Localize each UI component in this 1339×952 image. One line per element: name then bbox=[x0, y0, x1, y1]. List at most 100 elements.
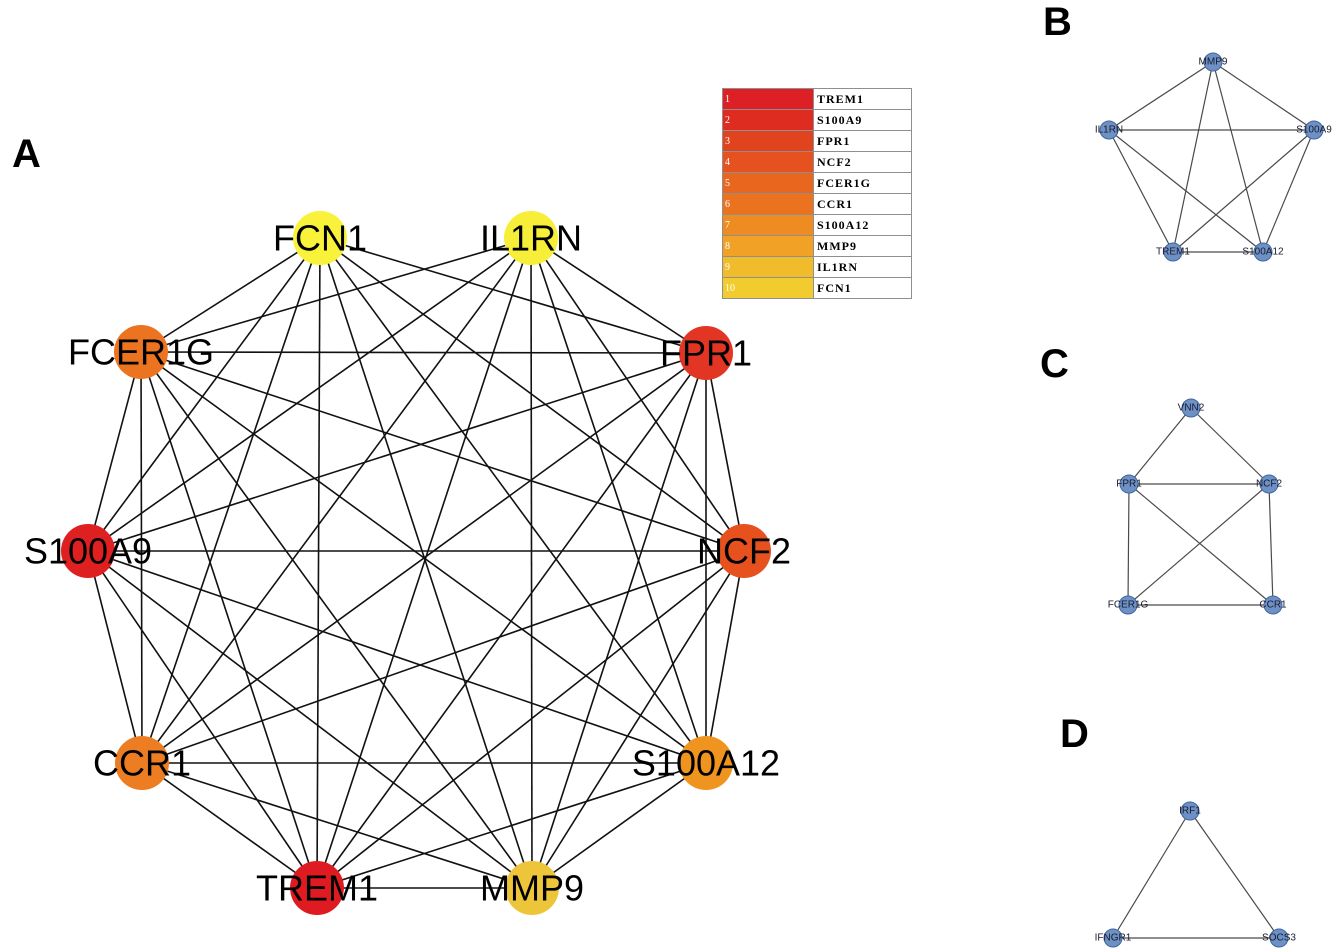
legend-rank-swatch: 2 bbox=[722, 109, 814, 131]
edge-ncf2-fcer1g bbox=[1127, 483, 1270, 606]
edge-il1rn-trem1 bbox=[1108, 129, 1174, 253]
legend-gene-name: TREM1 bbox=[813, 88, 912, 110]
edge-fcn1-ccr1 bbox=[141, 237, 321, 764]
node-s100a9 bbox=[61, 524, 115, 578]
edge-fpr1-ccr1 bbox=[141, 352, 707, 764]
edge-fcn1-fcer1g bbox=[140, 237, 321, 353]
legend-rank-swatch: 9 bbox=[722, 256, 814, 278]
edge-ncf2-ccr1 bbox=[1268, 483, 1274, 606]
node-label-mmp9: MMP9 bbox=[1199, 57, 1228, 68]
node-ccr1 bbox=[1263, 595, 1283, 615]
legend-rank-swatch: 7 bbox=[722, 214, 814, 236]
panel-label-c: C bbox=[1040, 342, 1069, 386]
node-trem1 bbox=[290, 861, 344, 915]
legend-gene-name: FCN1 bbox=[813, 277, 912, 299]
node-mmp9 bbox=[1203, 52, 1223, 72]
edge-fcer1g-fpr1 bbox=[140, 351, 707, 354]
edge-fcer1g-ccr1 bbox=[140, 351, 143, 764]
node-label-socs3: SOCS3 bbox=[1262, 933, 1296, 944]
node-label-vnn2: VNN2 bbox=[1178, 403, 1205, 414]
node-label-ncf2: NCF2 bbox=[697, 531, 791, 572]
node-s100a9 bbox=[1304, 120, 1324, 140]
edge-il1rn-trem1 bbox=[316, 237, 532, 889]
node-ncf2 bbox=[717, 524, 771, 578]
legend-gene-name: MMP9 bbox=[813, 235, 912, 257]
panel-label-d: D bbox=[1060, 712, 1089, 756]
edge-fpr1-mmp9 bbox=[531, 352, 707, 889]
node-label-fcn1: FCN1 bbox=[273, 218, 367, 259]
edge-ncf2-mmp9 bbox=[531, 550, 745, 889]
edge-ccr1-trem1 bbox=[141, 762, 318, 889]
edge-s100a9-s100a12 bbox=[1262, 129, 1315, 253]
node-ccr1 bbox=[115, 736, 169, 790]
edge-mmp9-trem1 bbox=[1172, 61, 1214, 253]
node-ncf2 bbox=[1259, 474, 1279, 494]
panel-label-b: B bbox=[1043, 0, 1072, 44]
node-il1rn bbox=[504, 211, 558, 265]
edge-fpr1-s100a9 bbox=[87, 352, 707, 552]
edge-ccr1-mmp9 bbox=[141, 762, 533, 889]
legend-rank-swatch: 10 bbox=[722, 277, 814, 299]
edge-s100a9-mmp9 bbox=[87, 550, 533, 889]
edge-fcn1-trem1 bbox=[316, 237, 321, 889]
node-fcer1g bbox=[114, 325, 168, 379]
edge-fcer1g-mmp9 bbox=[140, 351, 533, 889]
edge-s100a12-trem1 bbox=[316, 762, 707, 889]
node-fpr1 bbox=[679, 326, 733, 380]
node-label-mmp9: MMP9 bbox=[480, 868, 584, 909]
legend-gene-name: S100A12 bbox=[813, 214, 912, 236]
node-vnn2 bbox=[1181, 398, 1201, 418]
node-fpr1 bbox=[1119, 474, 1139, 494]
node-label-irf1: IRF1 bbox=[1179, 806, 1201, 817]
edge-il1rn-s100a12 bbox=[530, 237, 707, 764]
edge-s100a9-s100a12 bbox=[87, 550, 707, 764]
edge-il1rn-ncf2 bbox=[530, 237, 745, 552]
legend-rank-swatch: 1 bbox=[722, 88, 814, 110]
node-trem1 bbox=[1163, 242, 1183, 262]
edge-s100a9-ccr1 bbox=[87, 550, 143, 764]
node-label-ccr1: CCR1 bbox=[1259, 600, 1287, 611]
legend-rank-swatch: 6 bbox=[722, 193, 814, 215]
edge-fcer1g-s100a9 bbox=[87, 351, 142, 552]
edge-mmp9-il1rn bbox=[1108, 61, 1214, 131]
legend-gene-name: FPR1 bbox=[813, 130, 912, 152]
edge-mmp9-s100a9 bbox=[1212, 61, 1315, 131]
edge-irf1-ifngr1 bbox=[1112, 810, 1191, 939]
node-ifngr1 bbox=[1103, 928, 1123, 948]
edge-fcer1g-ncf2 bbox=[140, 351, 745, 552]
node-label-trem1: TREM1 bbox=[256, 868, 378, 909]
edge-irf1-socs3 bbox=[1189, 810, 1280, 939]
panel-label-a: A bbox=[12, 132, 41, 176]
edge-fcn1-s100a12 bbox=[319, 237, 707, 764]
node-s100a12 bbox=[1253, 242, 1273, 262]
node-label-fcer1g: FCER1G bbox=[1108, 600, 1149, 611]
edge-s100a12-mmp9 bbox=[531, 762, 707, 889]
node-label-il1rn: IL1RN bbox=[1095, 125, 1123, 136]
node-mmp9 bbox=[505, 861, 559, 915]
edge-vnn2-fpr1 bbox=[1128, 407, 1192, 485]
legend-gene-name: NCF2 bbox=[813, 151, 912, 173]
edge-fpr1-fcer1g bbox=[1127, 483, 1130, 606]
edge-ncf2-ccr1 bbox=[141, 550, 745, 764]
node-label-il1rn: IL1RN bbox=[480, 218, 582, 259]
edge-fpr1-ncf2 bbox=[705, 352, 745, 552]
edge-fcn1-fpr1 bbox=[319, 237, 707, 354]
node-label-fpr1: FPR1 bbox=[1116, 479, 1142, 490]
edge-fcn1-mmp9 bbox=[319, 237, 533, 889]
node-label-s100a12: S100A12 bbox=[1242, 247, 1284, 258]
legend-gene-name: CCR1 bbox=[813, 193, 912, 215]
node-il1rn bbox=[1099, 120, 1119, 140]
